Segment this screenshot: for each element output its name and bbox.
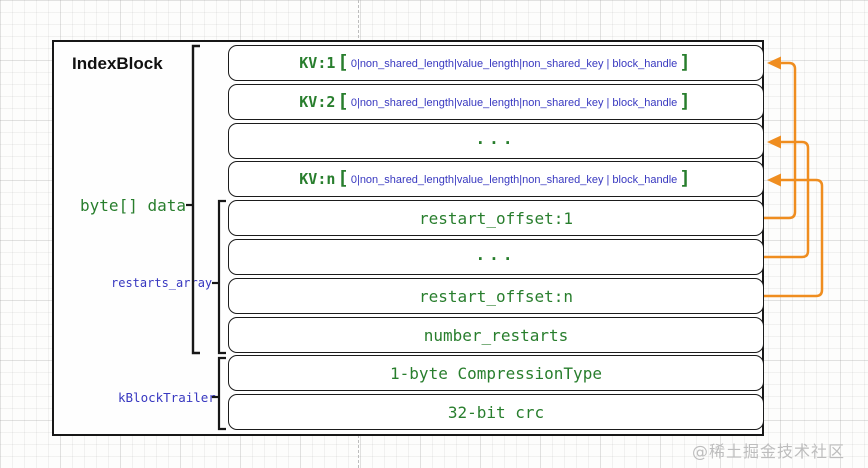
watermark: @稀土掘金技术社区 <box>692 442 846 461</box>
restart-pointer-arrows <box>764 61 824 298</box>
kblocktrailer-label: kBlockTrailer <box>118 390 216 405</box>
arrow-ellipsis-to-ellipsis <box>764 140 810 259</box>
kv2-prefix: KV:2 <box>299 93 336 111</box>
arrow-restartn-to-kvn <box>764 178 824 298</box>
kvn-payload: 0|non_shared_length|value_length|non_sha… <box>350 174 678 186</box>
bracket-close: ] <box>679 51 691 73</box>
arrowheads <box>767 56 781 187</box>
kv2-payload: 0|non_shared_length|value_length|non_sha… <box>350 97 678 109</box>
row-restart-ellipsis: ... <box>228 239 764 275</box>
byte-data-label: byte[] data <box>80 196 186 215</box>
diagram-title: IndexBlock <box>72 54 163 73</box>
ellipsis-text: ... <box>475 128 517 148</box>
row-number-restarts: number_restarts <box>228 317 764 353</box>
ellipsis-text: ... <box>475 244 517 264</box>
row-compression-type: 1-byte CompressionType <box>228 355 764 391</box>
row-kv-n: KV:n[0|non_shared_length|value_length|no… <box>228 161 764 197</box>
arrowhead-ellipsis <box>767 135 781 149</box>
restart-offset-n-label: restart_offset:n <box>418 286 574 306</box>
crc-label: 32-bit crc <box>447 402 545 422</box>
kv1-payload: 0|non_shared_length|value_length|non_sha… <box>350 58 678 70</box>
arrowhead-kv1 <box>767 56 781 70</box>
bracket-open: [ <box>337 90 349 112</box>
row-kv-1: KV:1[0|non_shared_length|value_length|no… <box>228 45 764 81</box>
bracket-close: ] <box>679 167 691 189</box>
restarts-array-label: restarts_array <box>111 276 213 290</box>
number-restarts-label: number_restarts <box>423 325 569 345</box>
arrow-restart1-to-kv1 <box>764 61 797 220</box>
row-restart-offset-n: restart_offset:n <box>228 278 764 314</box>
row-restart-offset-1: restart_offset:1 <box>228 200 764 236</box>
row-crc: 32-bit crc <box>228 394 764 430</box>
restart-offset-1-label: restart_offset:1 <box>418 208 574 228</box>
row-kv-ellipsis: ... <box>228 123 764 159</box>
row-kv-2: KV:2[0|non_shared_length|value_length|no… <box>228 84 764 120</box>
bracket-open: [ <box>337 167 349 189</box>
kv1-prefix: KV:1 <box>299 54 336 72</box>
bracket-close: ] <box>679 90 691 112</box>
bracket-open: [ <box>337 51 349 73</box>
arrowhead-kvn <box>767 173 781 187</box>
kvn-prefix: KV:n <box>299 170 336 188</box>
compression-type-label: 1-byte CompressionType <box>390 363 602 383</box>
